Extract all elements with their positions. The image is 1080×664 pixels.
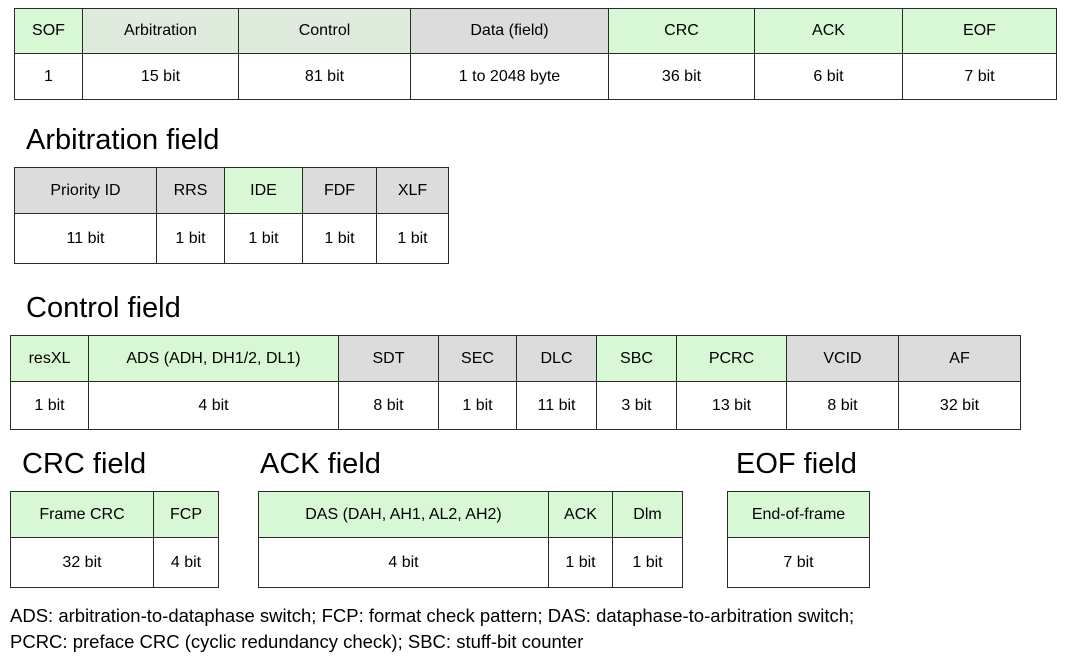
- frame-size-control: 81 bit: [238, 53, 411, 100]
- eof-header-end-of-frame: End-of-frame: [727, 491, 870, 538]
- control-header-sbc: SBC: [596, 335, 677, 382]
- frame-header-control: Control: [238, 8, 411, 54]
- control-size-pcrc: 13 bit: [676, 381, 787, 430]
- frame-header-ack: ACK: [754, 8, 903, 54]
- ack-table: DAS (DAH, AH1, AL2, AH2) ACK Dlm 4 bit 1…: [258, 491, 683, 588]
- control-header-dlc: DLC: [516, 335, 597, 382]
- caption-line-1: ADS: arbitration-to-dataphase switch; FC…: [10, 605, 855, 626]
- control-header-sec: SEC: [438, 335, 517, 382]
- frame-header-crc: CRC: [608, 8, 755, 54]
- arbitration-field-title: Arbitration field: [26, 124, 220, 156]
- frame-size-ack: 6 bit: [754, 53, 903, 100]
- control-header-resxl: resXL: [10, 335, 89, 382]
- arbitration-size-priority-id: 11 bit: [14, 213, 157, 264]
- control-field-title: Control field: [26, 292, 181, 324]
- control-size-dlc: 11 bit: [516, 381, 597, 430]
- arbitration-size-ide: 1 bit: [224, 213, 303, 264]
- crc-size-frame-crc: 32 bit: [10, 537, 154, 588]
- arbitration-table: Priority ID RRS IDE FDF XLF 11 bit 1 bit…: [14, 167, 449, 264]
- control-size-ads: 4 bit: [88, 381, 339, 430]
- frame-table: SOF Arbitration Control Data (field) CRC…: [14, 8, 1057, 100]
- arbitration-size-xlf: 1 bit: [376, 213, 449, 264]
- control-header-vcid: VCID: [786, 335, 899, 382]
- arbitration-header-rrs: RRS: [156, 167, 225, 214]
- eof-table: End-of-frame 7 bit: [727, 491, 870, 588]
- control-header-sdt: SDT: [338, 335, 439, 382]
- ack-field-title: ACK field: [260, 448, 381, 480]
- control-size-af: 32 bit: [898, 381, 1021, 430]
- ack-header-ack: ACK: [548, 491, 613, 538]
- control-size-vcid: 8 bit: [786, 381, 899, 430]
- arbitration-header-priority-id: Priority ID: [14, 167, 157, 214]
- crc-size-fcp: 4 bit: [153, 537, 219, 588]
- control-header-af: AF: [898, 335, 1021, 382]
- arbitration-size-fdf: 1 bit: [302, 213, 377, 264]
- arbitration-size-rrs: 1 bit: [156, 213, 225, 264]
- arbitration-header-ide: IDE: [224, 167, 303, 214]
- eof-field-title: EOF field: [736, 448, 857, 480]
- frame-size-data: 1 to 2048 byte: [410, 53, 609, 100]
- ack-size-das: 4 bit: [258, 537, 549, 588]
- control-size-resxl: 1 bit: [10, 381, 89, 430]
- frame-size-crc: 36 bit: [608, 53, 755, 100]
- eof-size-end-of-frame: 7 bit: [727, 537, 870, 588]
- arbitration-header-xlf: XLF: [376, 167, 449, 214]
- frame-header-arbitration: Arbitration: [82, 8, 239, 54]
- control-header-ads: ADS (ADH, DH1/2, DL1): [88, 335, 339, 382]
- frame-size-eof: 7 bit: [902, 53, 1057, 100]
- crc-table: Frame CRC FCP 32 bit 4 bit: [10, 491, 219, 588]
- ack-size-ack: 1 bit: [548, 537, 613, 588]
- frame-header-eof: EOF: [902, 8, 1057, 54]
- arbitration-header-fdf: FDF: [302, 167, 377, 214]
- caption-line-2: PCRC: preface CRC (cyclic redundancy che…: [10, 631, 584, 652]
- frame-header-sof: SOF: [14, 8, 83, 54]
- frame-header-data: Data (field): [410, 8, 609, 54]
- ack-size-dlm: 1 bit: [612, 537, 683, 588]
- control-header-pcrc: PCRC: [676, 335, 787, 382]
- crc-header-fcp: FCP: [153, 491, 219, 538]
- crc-header-frame-crc: Frame CRC: [10, 491, 154, 538]
- control-table: resXL ADS (ADH, DH1/2, DL1) SDT SEC DLC …: [10, 335, 1021, 430]
- ack-header-dlm: Dlm: [612, 491, 683, 538]
- control-size-sdt: 8 bit: [338, 381, 439, 430]
- control-size-sec: 1 bit: [438, 381, 517, 430]
- frame-size-arbitration: 15 bit: [82, 53, 239, 100]
- abbreviation-caption: ADS: arbitration-to-dataphase switch; FC…: [10, 603, 854, 655]
- ack-header-das: DAS (DAH, AH1, AL2, AH2): [258, 491, 549, 538]
- crc-field-title: CRC field: [22, 448, 147, 480]
- control-size-sbc: 3 bit: [596, 381, 677, 430]
- frame-size-sof: 1: [14, 53, 83, 100]
